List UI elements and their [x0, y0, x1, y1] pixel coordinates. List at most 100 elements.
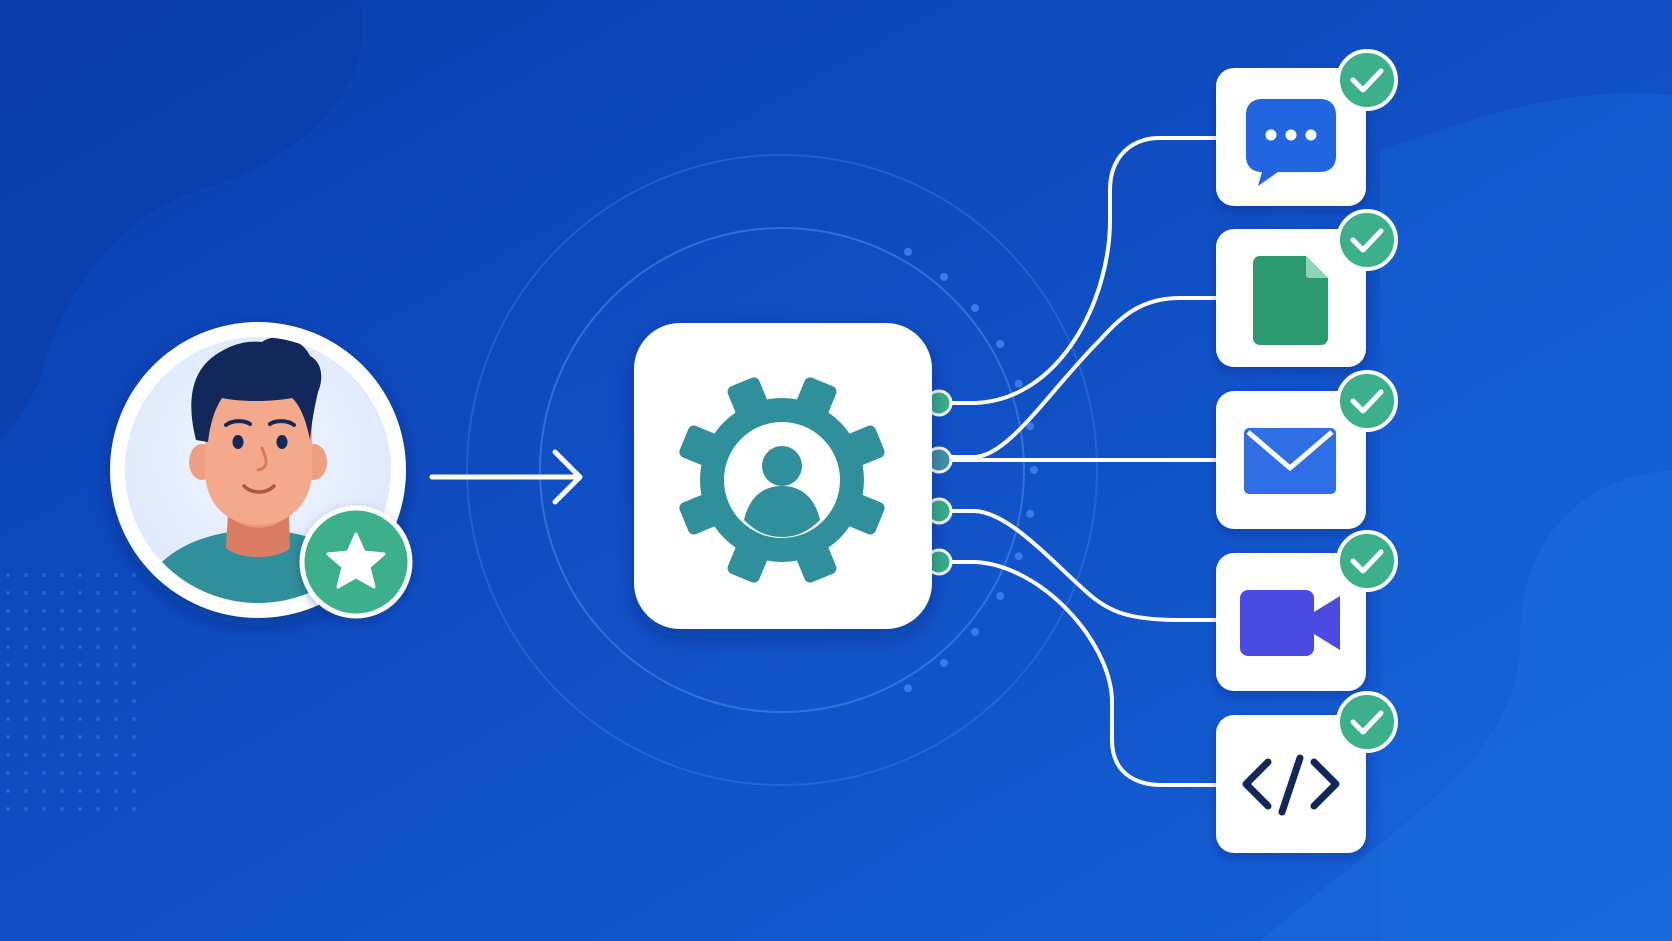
- pattern-dot: [6, 771, 10, 775]
- pattern-dot: [96, 807, 100, 811]
- dot-pattern: [6, 573, 136, 811]
- pattern-dot: [24, 681, 28, 685]
- pattern-dot: [114, 807, 118, 811]
- pattern-dot: [42, 591, 46, 595]
- pattern-dot: [78, 807, 82, 811]
- pattern-dot: [6, 681, 10, 685]
- arrow-right-icon: [429, 449, 583, 505]
- connectors: [943, 136, 1220, 787]
- check-badge: [1336, 49, 1398, 111]
- pattern-dot: [132, 717, 136, 721]
- check-icon: [1350, 389, 1384, 414]
- gear-user-icon: [679, 377, 885, 583]
- ring-dot: [971, 304, 980, 313]
- pattern-dot: [114, 681, 118, 685]
- pattern-dot: [6, 573, 10, 577]
- pattern-dot: [114, 645, 118, 649]
- background-blob-bottom-right: [1260, 470, 1672, 941]
- pattern-dot: [24, 735, 28, 739]
- pattern-dot: [96, 645, 100, 649]
- pattern-dot: [42, 663, 46, 667]
- pattern-dot: [78, 591, 82, 595]
- video-camera-icon: [1240, 590, 1340, 656]
- pattern-dot: [24, 591, 28, 595]
- background-blob-right: [1380, 93, 1672, 941]
- pattern-dot: [132, 699, 136, 703]
- pattern-dot: [24, 609, 28, 613]
- pattern-dot: [42, 735, 46, 739]
- pattern-dot: [132, 735, 136, 739]
- check-badge: [1336, 209, 1398, 271]
- pattern-dot: [24, 807, 28, 811]
- ring-dot: [996, 592, 1005, 600]
- pattern-dot: [42, 753, 46, 757]
- pattern-dot: [96, 609, 100, 613]
- pattern-dot: [60, 735, 64, 739]
- output-code-card: [1216, 715, 1366, 853]
- hub-card: [634, 323, 932, 629]
- pattern-dot: [42, 771, 46, 775]
- pattern-dot: [6, 735, 10, 739]
- pattern-dot: [132, 573, 136, 577]
- mail-icon: [1244, 428, 1336, 494]
- pattern-dot: [78, 753, 82, 757]
- check-icon: [1350, 228, 1384, 253]
- ring-dot: [1026, 509, 1035, 518]
- pattern-dot: [42, 699, 46, 703]
- pattern-dot: [42, 573, 46, 577]
- ring-dot: [904, 247, 912, 256]
- pattern-dot: [96, 771, 100, 775]
- pattern-dot: [78, 681, 82, 685]
- pattern-dot: [96, 591, 100, 595]
- background-blob-left: [0, 0, 364, 440]
- user-avatar: [110, 322, 413, 619]
- pattern-dot: [60, 717, 64, 721]
- ring-dot: [1026, 422, 1035, 431]
- pattern-dot: [96, 627, 100, 631]
- pattern-dot: [96, 573, 100, 577]
- pattern-dot: [78, 627, 82, 631]
- pattern-dot: [42, 627, 46, 631]
- pattern-dot: [24, 699, 28, 703]
- pattern-dot: [78, 735, 82, 739]
- pattern-dot: [96, 663, 100, 667]
- check-badge: [1336, 530, 1398, 592]
- pattern-dot: [78, 771, 82, 775]
- document-icon: [1253, 256, 1328, 345]
- output-chat-card: [1216, 68, 1366, 206]
- pattern-dot: [6, 699, 10, 703]
- output-video-card: [1216, 553, 1366, 691]
- pattern-dot: [96, 753, 100, 757]
- pattern-dot: [24, 789, 28, 793]
- ring-dots: [904, 247, 1038, 693]
- pattern-dot: [114, 789, 118, 793]
- check-icon: [1350, 710, 1384, 735]
- pattern-dot: [42, 645, 46, 649]
- pattern-dot: [60, 609, 64, 613]
- pattern-dot: [96, 717, 100, 721]
- pattern-dot: [60, 753, 64, 757]
- pattern-dot: [78, 789, 82, 793]
- check-badge: [1336, 370, 1398, 432]
- ring-dot: [939, 272, 948, 281]
- pattern-dot: [132, 771, 136, 775]
- connector-video: [943, 509, 1220, 622]
- ring-dot: [1014, 552, 1023, 561]
- check-icon: [1350, 549, 1384, 574]
- star-badge: [299, 505, 413, 619]
- ring-dot: [1014, 379, 1023, 388]
- pattern-dot: [42, 807, 46, 811]
- connector-document: [943, 296, 1220, 459]
- pattern-dot: [24, 771, 28, 775]
- pattern-dot: [114, 735, 118, 739]
- pattern-dot: [114, 753, 118, 757]
- pattern-dot: [24, 645, 28, 649]
- connector-code: [943, 560, 1220, 787]
- pattern-dot: [114, 591, 118, 595]
- pattern-dot: [96, 699, 100, 703]
- ring-dot: [971, 627, 980, 636]
- pattern-dot: [114, 717, 118, 721]
- star-icon: [326, 532, 386, 589]
